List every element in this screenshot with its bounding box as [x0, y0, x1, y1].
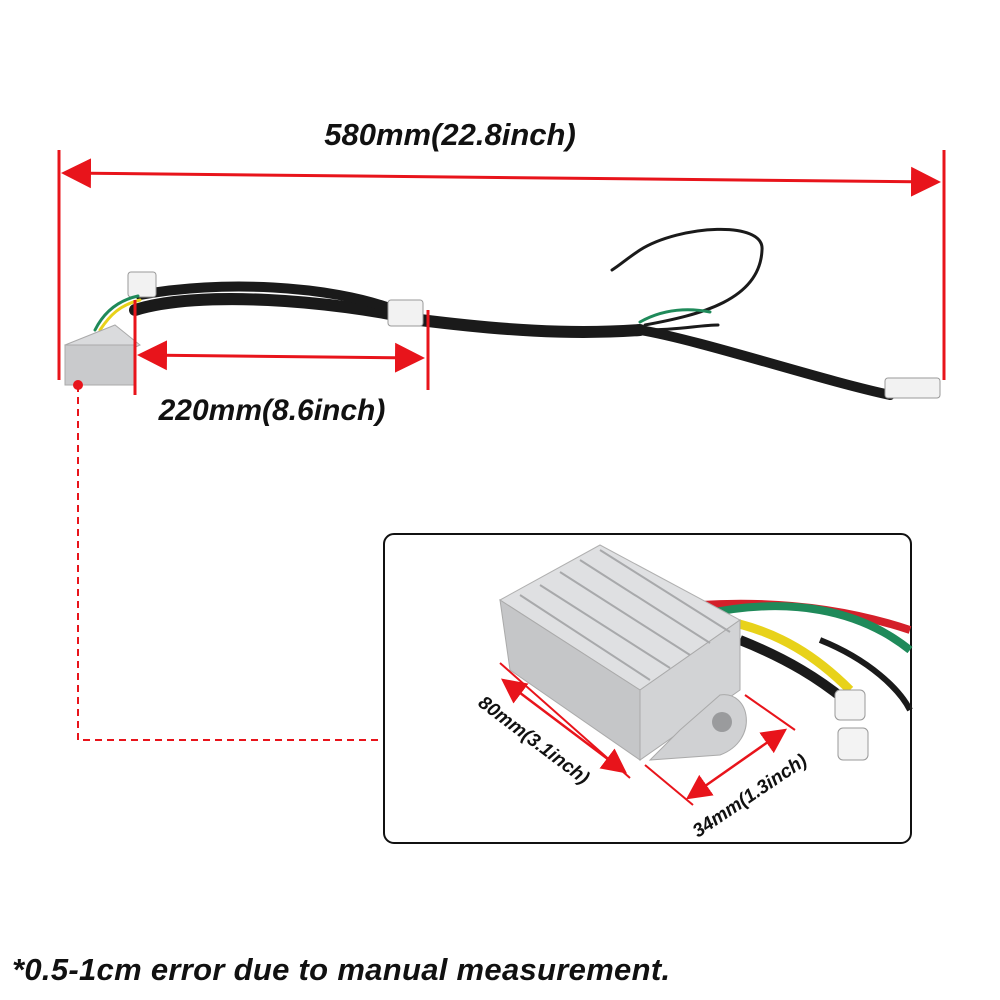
- branch-length-label: 220mm(8.6inch): [158, 394, 386, 427]
- total-length-label: 580mm(22.8inch): [324, 117, 576, 152]
- total-length-dimension: 580mm(22.8inch): [57, 117, 946, 380]
- callout-leader-line: [77, 385, 382, 741]
- regulator-detail-inset: 80mm(3.1inch) 34mm(1.3inch): [383, 533, 913, 844]
- branch-length-dimension: 220mm(8.6inch): [133, 300, 430, 427]
- measurement-footnote: *0.5-1cm error due to manual measurement…: [12, 952, 671, 987]
- regulator-small: [64, 324, 141, 390]
- wiring-harness: [93, 227, 941, 400]
